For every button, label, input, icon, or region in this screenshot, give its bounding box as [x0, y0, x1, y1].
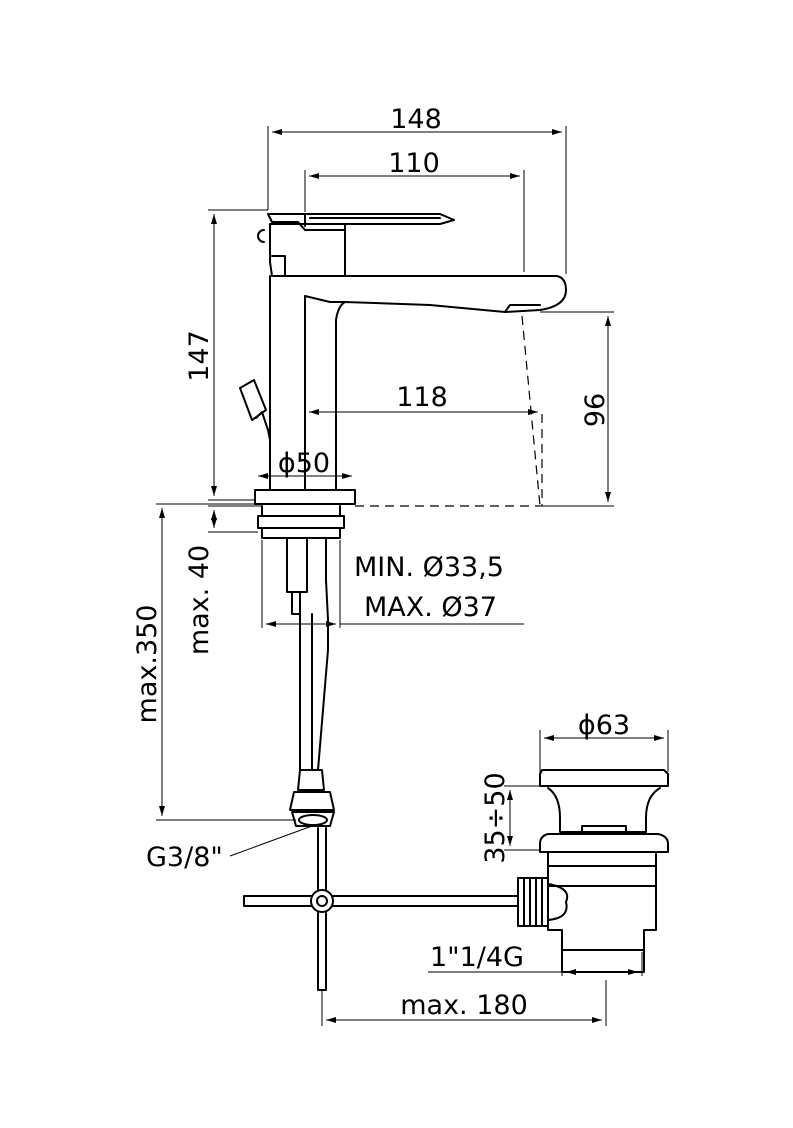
faucet-head-joint	[257, 229, 286, 277]
fixing-nut	[257, 505, 345, 539]
popup-waste	[243, 769, 669, 973]
waste-flange	[539, 833, 669, 853]
faucet-spout-underside	[304, 295, 541, 313]
flexible-hose	[299, 537, 329, 771]
label-hose-length: max.350	[132, 605, 163, 724]
label-rod-length: max. 180	[400, 990, 528, 1021]
popup-rod	[239, 379, 271, 441]
label-overall-length: 148	[390, 104, 442, 135]
label-spout-reach: 118	[396, 382, 448, 413]
dimension-labels: 148 110 147 118 96 ϕ50 MIN. Ø33,5 MAX. Ø…	[132, 104, 630, 1021]
waste-cap	[539, 769, 669, 787]
label-spout-height: 96	[580, 393, 611, 427]
label-waste-thread: 1"1/4G	[430, 942, 524, 973]
label-waste-stroke: 35÷50	[480, 772, 511, 863]
label-hole-min: MIN. Ø33,5	[354, 552, 504, 583]
label-base-diameter: ϕ50	[278, 448, 330, 479]
dimension-lines	[156, 126, 669, 1026]
faucet-spout	[304, 275, 567, 501]
fixing-stud	[286, 537, 308, 615]
rod-clamp	[310, 889, 334, 913]
waste-side-nut	[517, 877, 549, 927]
label-waste-diameter: ϕ63	[578, 710, 630, 741]
faucet-base	[254, 489, 356, 505]
label-total-height: 147	[184, 330, 215, 382]
waste-stem	[547, 787, 661, 833]
label-hose-connection: G3/8"	[146, 842, 223, 873]
label-hole-max: MAX. Ø37	[364, 592, 497, 623]
label-max-thickness: max. 40	[184, 545, 215, 655]
waste-rod	[243, 895, 519, 907]
faucet-head	[269, 223, 346, 277]
faucet-body	[269, 275, 306, 501]
label-spout-length: 110	[388, 148, 440, 179]
hose-connector	[289, 769, 335, 827]
faucet-lever	[267, 213, 455, 231]
hose-thread	[298, 814, 328, 826]
waste-body	[547, 851, 657, 973]
